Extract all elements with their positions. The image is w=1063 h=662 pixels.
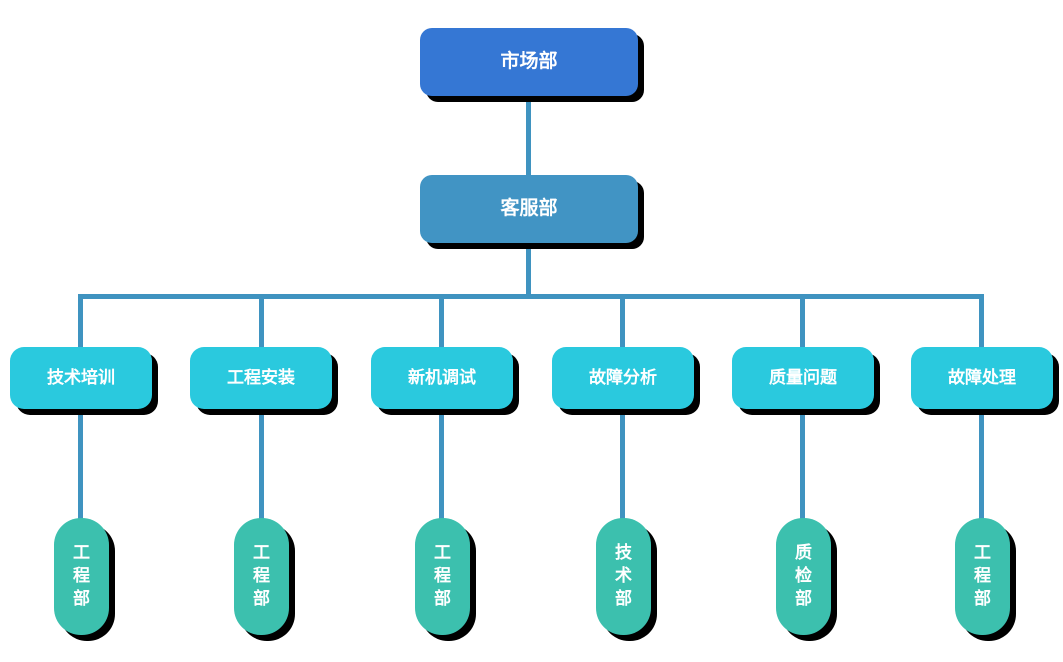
node-n4c[interactable]: 工程部: [415, 518, 470, 635]
connector-drop-level4-5: [800, 409, 805, 521]
node-n3c[interactable]: 新机调试: [371, 347, 513, 409]
connector-trunk-top: [526, 96, 531, 176]
node-label: 质检部: [795, 543, 812, 608]
node-n3f[interactable]: 故障处理: [911, 347, 1053, 409]
connector-drop-level4-6: [979, 409, 984, 521]
node-label: 新机调试: [408, 367, 476, 387]
connector-drop-level3-4: [620, 294, 625, 349]
node-n4d[interactable]: 技术部: [596, 518, 651, 635]
connector-drop-level3-2: [259, 294, 264, 349]
connector-horizontal-bus: [78, 294, 982, 299]
node-n4a[interactable]: 工程部: [54, 518, 109, 635]
node-n2[interactable]: 客服部: [420, 175, 638, 243]
node-label: 客服部: [500, 197, 558, 219]
node-label: 工程部: [253, 543, 270, 608]
node-n3b[interactable]: 工程安装: [190, 347, 332, 409]
node-n3a[interactable]: 技术培训: [10, 347, 152, 409]
connector-drop-level3-6: [979, 294, 984, 349]
connector-trunk-mid: [526, 243, 531, 297]
node-label: 质量问题: [769, 367, 837, 387]
connector-drop-level3-1: [78, 294, 83, 349]
connector-drop-level4-1: [78, 409, 83, 521]
connector-drop-level4-4: [620, 409, 625, 521]
connector-drop-level3-5: [800, 294, 805, 349]
node-label: 工程安装: [227, 367, 295, 387]
node-n3e[interactable]: 质量问题: [732, 347, 874, 409]
node-label: 故障处理: [948, 367, 1016, 387]
node-n1[interactable]: 市场部: [420, 28, 638, 96]
connector-drop-level4-2: [259, 409, 264, 521]
node-n3d[interactable]: 故障分析: [552, 347, 694, 409]
node-label: 技术培训: [47, 367, 115, 387]
node-label: 工程部: [73, 543, 90, 608]
connector-drop-level3-3: [439, 294, 444, 349]
node-label: 故障分析: [589, 367, 657, 387]
node-label: 工程部: [434, 543, 451, 608]
node-label: 市场部: [500, 50, 558, 72]
node-n4b[interactable]: 工程部: [234, 518, 289, 635]
node-n4e[interactable]: 质检部: [776, 518, 831, 635]
node-n4f[interactable]: 工程部: [955, 518, 1010, 635]
node-label: 技术部: [615, 543, 632, 608]
connector-drop-level4-3: [439, 409, 444, 521]
node-label: 工程部: [974, 543, 991, 608]
